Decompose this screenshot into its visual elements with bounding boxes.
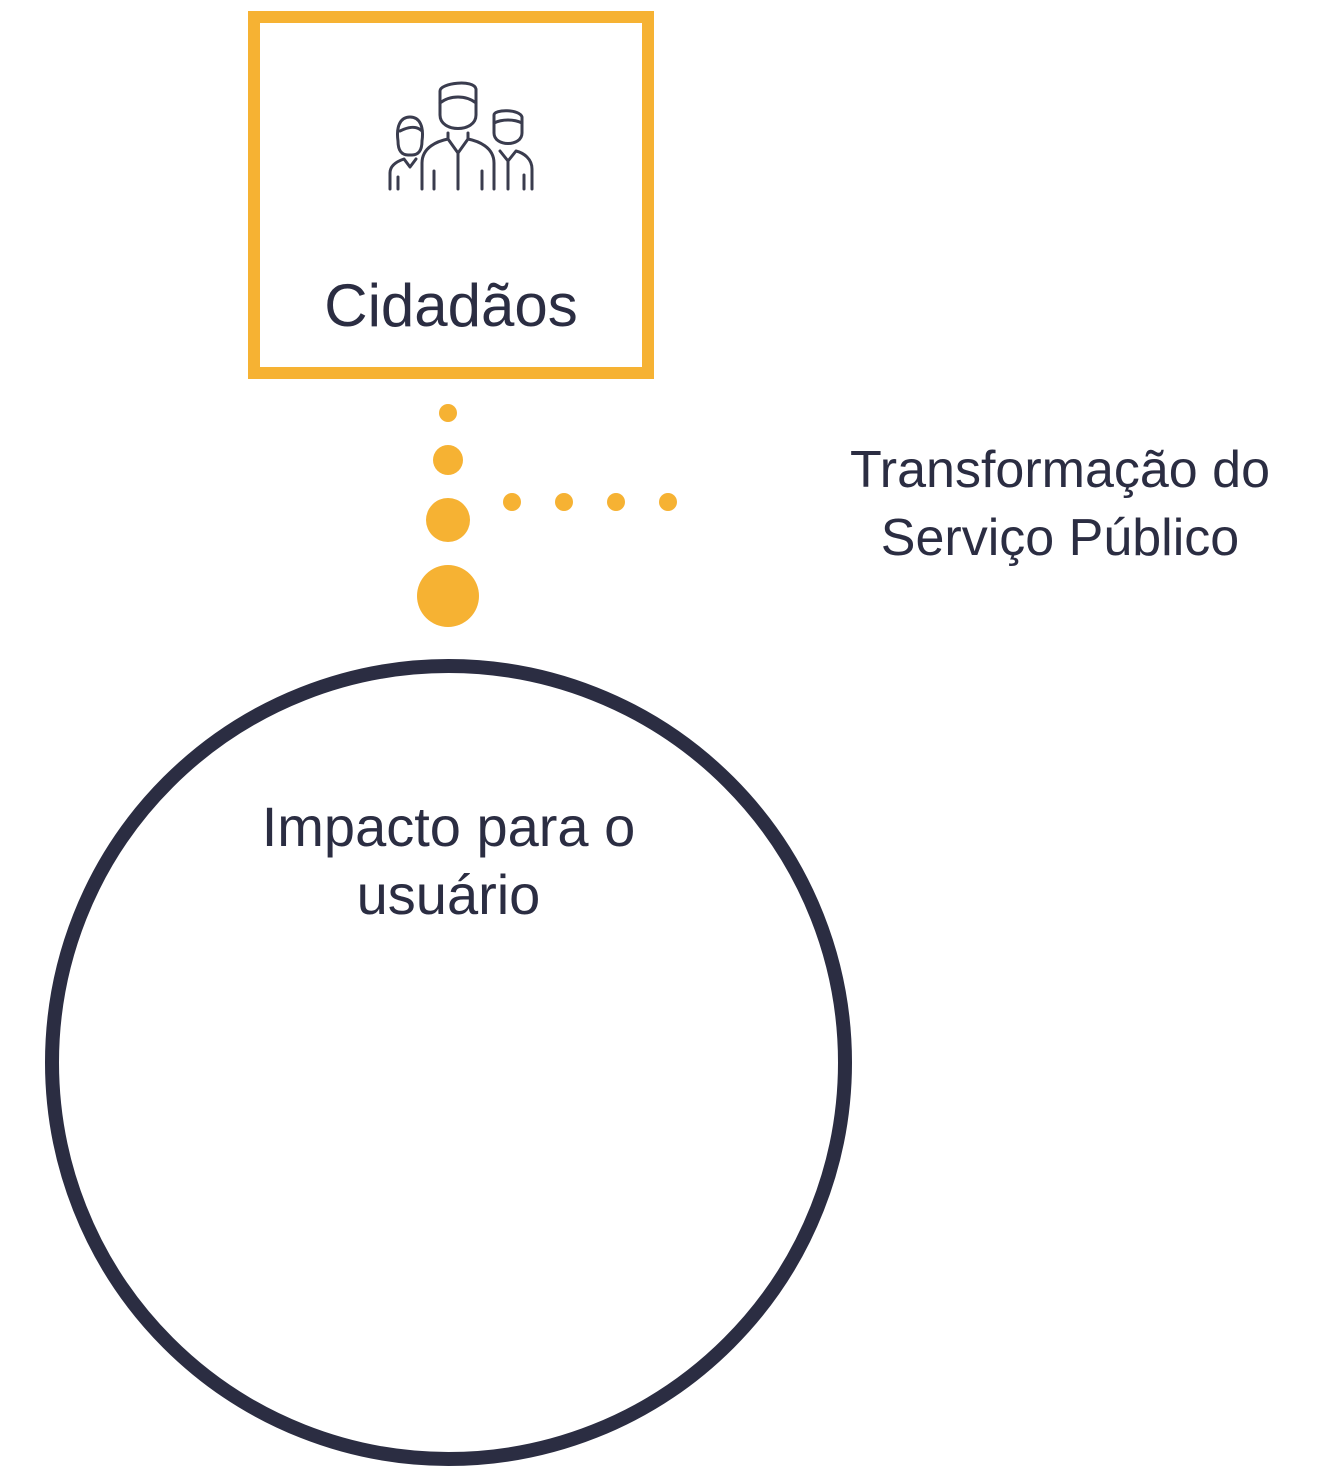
transformation-label-line2: Serviço Público (880, 509, 1240, 567)
connector-dot (503, 493, 521, 511)
transformation-label: Transformação do Serviço Público (800, 436, 1320, 572)
connector-dot (607, 493, 625, 511)
connector-dot (426, 498, 470, 542)
transformation-label-line1: Transformação do (849, 441, 1271, 499)
connector-dot (433, 445, 463, 475)
impact-label: Impacto para o usuário (59, 793, 838, 929)
impact-label-line1: Impacto para o (261, 795, 636, 858)
people-group-icon (388, 81, 534, 191)
citizens-label: Cidadãos (324, 272, 578, 339)
impact-circle: Impacto para o usuário (45, 659, 852, 1466)
connector-dot (659, 493, 677, 511)
connector-dot (439, 404, 457, 422)
connector-dot (555, 493, 573, 511)
connector-dot (417, 565, 479, 627)
impact-label-line2: usuário (356, 863, 541, 926)
citizens-box: Cidadãos (248, 11, 654, 379)
